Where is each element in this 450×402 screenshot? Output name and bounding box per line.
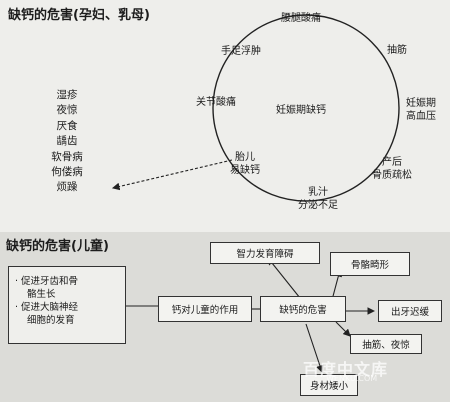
benefits-box: · 促进牙齿和骨 骼生长 · 促进大脑神经 细胞的发育 bbox=[8, 266, 126, 344]
node-gestational-hypertension: 妊娠期 高血压 bbox=[406, 98, 436, 122]
arrow-to-height bbox=[305, 323, 324, 374]
node-joint-pain: 关节酸痛 bbox=[196, 97, 236, 108]
symptom-item: 湿疹 bbox=[56, 89, 78, 101]
node-waist-leg-pain: 腰腿酸痛 bbox=[281, 13, 321, 24]
pregnancy-title: 缺钙的危害(孕妇、乳母) bbox=[8, 8, 150, 23]
node-cramps: 抽筋 bbox=[387, 45, 407, 56]
deficiency-harm-box: 缺钙的危害 bbox=[260, 296, 346, 322]
symptom-item: 厌食 bbox=[56, 119, 78, 132]
watermark: 百度中文库 bbox=[303, 360, 389, 379]
arrow-to-cramps bbox=[335, 321, 351, 337]
node-insufficient-milk: 乳汁 分泌不足 bbox=[298, 187, 338, 211]
symptom-item: 佝偻病 bbox=[51, 166, 83, 179]
effect-height-box: 身材矮小 bbox=[300, 374, 358, 396]
effect-teething-box: 出牙迟缓 bbox=[378, 300, 442, 322]
infant-symptom-list: 湿疹 夜惊 厌食 龋齿 软骨病 佝偻病 烦躁 bbox=[38, 88, 96, 196]
node-edema: 手足浮肿 bbox=[221, 46, 261, 57]
node-fetal-calcium-deficiency: 胎儿 易缺钙 bbox=[230, 152, 260, 176]
arrow-to-intelligence bbox=[267, 257, 301, 299]
symptom-item: 烦躁 bbox=[56, 181, 78, 194]
arrow-to-infant-symptoms bbox=[111, 159, 233, 191]
symptom-item: 夜惊 bbox=[56, 104, 78, 117]
cycle-circle bbox=[212, 14, 400, 202]
pregnancy-section bbox=[0, 0, 450, 232]
effect-cramps-box: 抽筋、夜惊 bbox=[350, 334, 422, 354]
children-title: 缺钙的危害(儿童) bbox=[6, 239, 109, 254]
effect-skeleton-box: 骨骼畸形 bbox=[330, 252, 410, 276]
effect-intelligence-box: 智力发育障碍 bbox=[210, 242, 320, 264]
symptom-item: 软骨病 bbox=[51, 150, 83, 163]
node-postpartum-osteoporosis: 产后 骨质疏松 bbox=[372, 157, 412, 181]
cycle-center-label: 妊娠期缺钙 bbox=[276, 105, 326, 116]
calcium-role-box: 钙对儿童的作用 bbox=[158, 296, 252, 322]
watermark-sub: WENKU.COM bbox=[326, 374, 378, 383]
symptom-item: 龋齿 bbox=[56, 135, 78, 148]
